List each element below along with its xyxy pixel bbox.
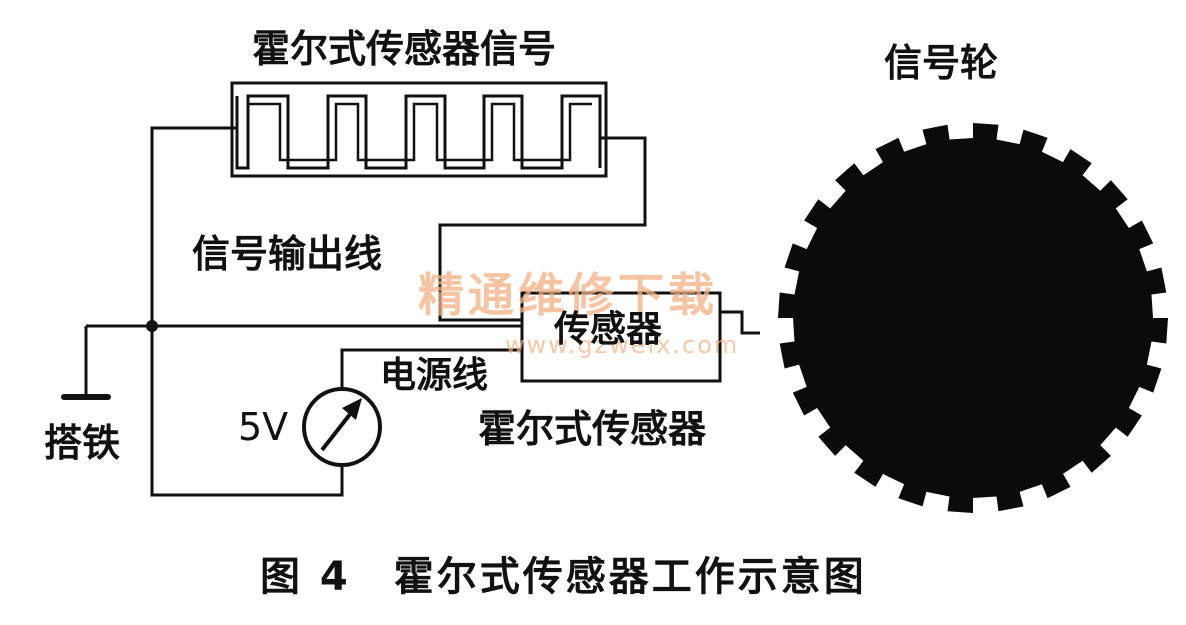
watermark-url: www.gzweix.com (505, 331, 740, 359)
figure-caption: 图 4 霍尔式传感器工作示意图 (260, 554, 867, 600)
ground-wire-top (150, 126, 237, 326)
power-loop-wire (150, 326, 344, 497)
signal-title: 霍尔式传感器信号 (252, 27, 557, 71)
signal-wheel-gear (778, 123, 1168, 513)
voltage-label: 5V (238, 405, 289, 449)
watermark-text: 精通维修下载 (418, 268, 718, 322)
wheel-title: 信号轮 (884, 41, 999, 85)
signal-output-wire (438, 136, 647, 322)
power-line-label: 电源线 (380, 355, 489, 396)
sensor-box-label: 传感器 (554, 309, 663, 350)
ground-label: 搭铁 (44, 421, 121, 465)
square-wave-inner (248, 102, 592, 162)
hall-sensor-label: 霍尔式传感器 (478, 407, 707, 451)
sensor-tip (720, 310, 760, 335)
power-supply-wire (340, 348, 522, 388)
output-line-label: 信号输出线 (192, 232, 383, 276)
square-wave-signal (235, 94, 602, 170)
voltmeter-needle-arrow (342, 398, 362, 420)
sensor-box (520, 291, 722, 383)
